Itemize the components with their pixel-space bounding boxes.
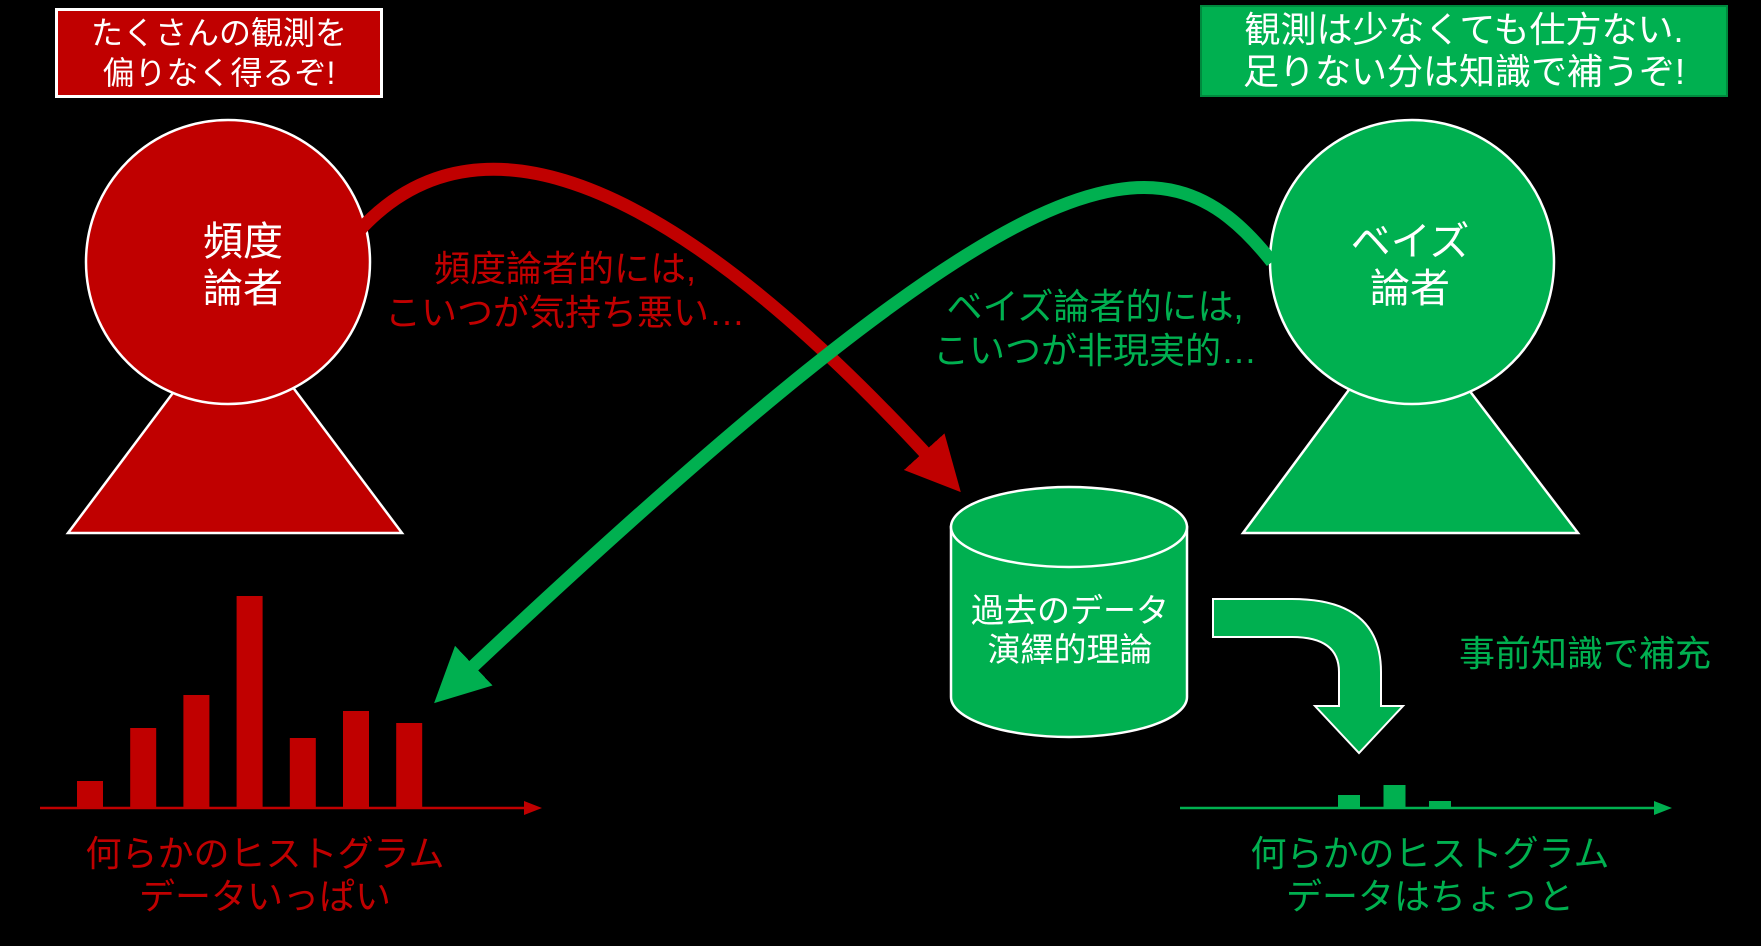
frequentist-caption-line1: 何らかのヒストグラム: [85, 833, 445, 874]
frequentist-histogram-bar-4: [236, 596, 263, 808]
bayesian-person: [1240, 118, 1581, 535]
frequentist-body: [65, 307, 405, 535]
bayesian-label-line1: ベイズ: [1350, 220, 1470, 264]
frequentist-person: [65, 118, 405, 535]
frequentist-critique-line1: 頻度論者的には,: [433, 248, 696, 289]
frequentist-caption-line2: データいっぱい: [138, 876, 391, 917]
bayesian-caption-line1: 何らかのヒストグラム: [1250, 833, 1610, 874]
frequentist-critique-line2: こいつが気持ち悪い…: [384, 292, 745, 333]
bayesian-critique-arrow: [434, 181, 1278, 704]
database-label: 過去のデータ 演繹的理論: [954, 591, 1186, 669]
database-cylinder-body: [949, 525, 1189, 739]
bayesian-histogram-bar-2: [1383, 785, 1406, 808]
bayesian-histogram-bar-1: [1338, 795, 1360, 808]
frequentist-critique-text: 頻度論者的には, こいつが気持ち悪い…: [345, 247, 785, 335]
prior-knowledge-bent-arrow: [1212, 598, 1406, 755]
bayesian-caption-line2: データはちょっと: [1285, 876, 1574, 917]
frequentist-head: [84, 118, 372, 406]
bayesian-speech-line1: 観測は少なくても仕方ない.: [1244, 9, 1684, 50]
database-cylinder-top: [949, 485, 1189, 569]
frequentist-bars: [77, 596, 423, 808]
frequentist-histogram-bar-2: [130, 728, 157, 808]
frequentist-speech-line1: たくさんの観測を: [90, 15, 347, 51]
bayesian-body: [1240, 307, 1581, 535]
bayesian-label-line2: 論者: [1370, 267, 1450, 311]
frequentist-histogram: [40, 596, 542, 815]
bayesian-critique-line2: こいつが非現実的…: [932, 330, 1257, 371]
bayesian-bars: [1338, 785, 1451, 808]
frequentist-histogram-bar-6: [343, 711, 369, 808]
bayesian-critique-text: ベイズ論者的には, こいつが非現実的…: [875, 285, 1315, 373]
bayesian-histogram-caption: 何らかのヒストグラム データはちょっと: [1220, 832, 1640, 918]
bayesian-axis-arrowhead: [1654, 801, 1672, 815]
frequentist-label: 頻度 論者: [123, 219, 363, 313]
frequentist-histogram-bar-3: [183, 695, 210, 808]
database-cylinder: [949, 485, 1189, 739]
prior-knowledge-note: 事前知識で補充: [1458, 633, 1711, 674]
database-label-line2: 演繹的理論: [987, 631, 1153, 668]
frequentist-histogram-caption: 何らかのヒストグラム データいっぱい: [55, 832, 475, 918]
bayesian-critique-line1: ベイズ論者的には,: [946, 286, 1244, 327]
frequentist-axis-arrowhead: [524, 801, 542, 815]
frequentist-speech-box: たくさんの観測を 偏りなく得るぞ!: [55, 8, 383, 98]
bayesian-speech-box: 観測は少なくても仕方ない. 足りない分は知識で補うぞ!: [1200, 5, 1728, 97]
bayesian-label: ベイズ 論者: [1290, 219, 1530, 313]
bayesian-histogram-bar-3: [1429, 801, 1451, 808]
bayesian-histogram: [1180, 785, 1672, 815]
frequentist-histogram-bar-1: [77, 781, 103, 808]
frequentist-histogram-bar-5: [289, 738, 316, 808]
frequentist-speech-line2: 偏りなく得るぞ!: [102, 55, 336, 91]
frequentist-critique-arrow: [353, 162, 961, 493]
frequentist-label-line1: 頻度: [203, 220, 283, 264]
database-label-line1: 過去のデータ: [971, 592, 1169, 629]
frequentist-label-line2: 論者: [203, 267, 283, 311]
frequentist-histogram-bar-7: [396, 723, 423, 808]
bayesian-speech-line2: 足りない分は知識で補うぞ!: [1242, 51, 1685, 92]
